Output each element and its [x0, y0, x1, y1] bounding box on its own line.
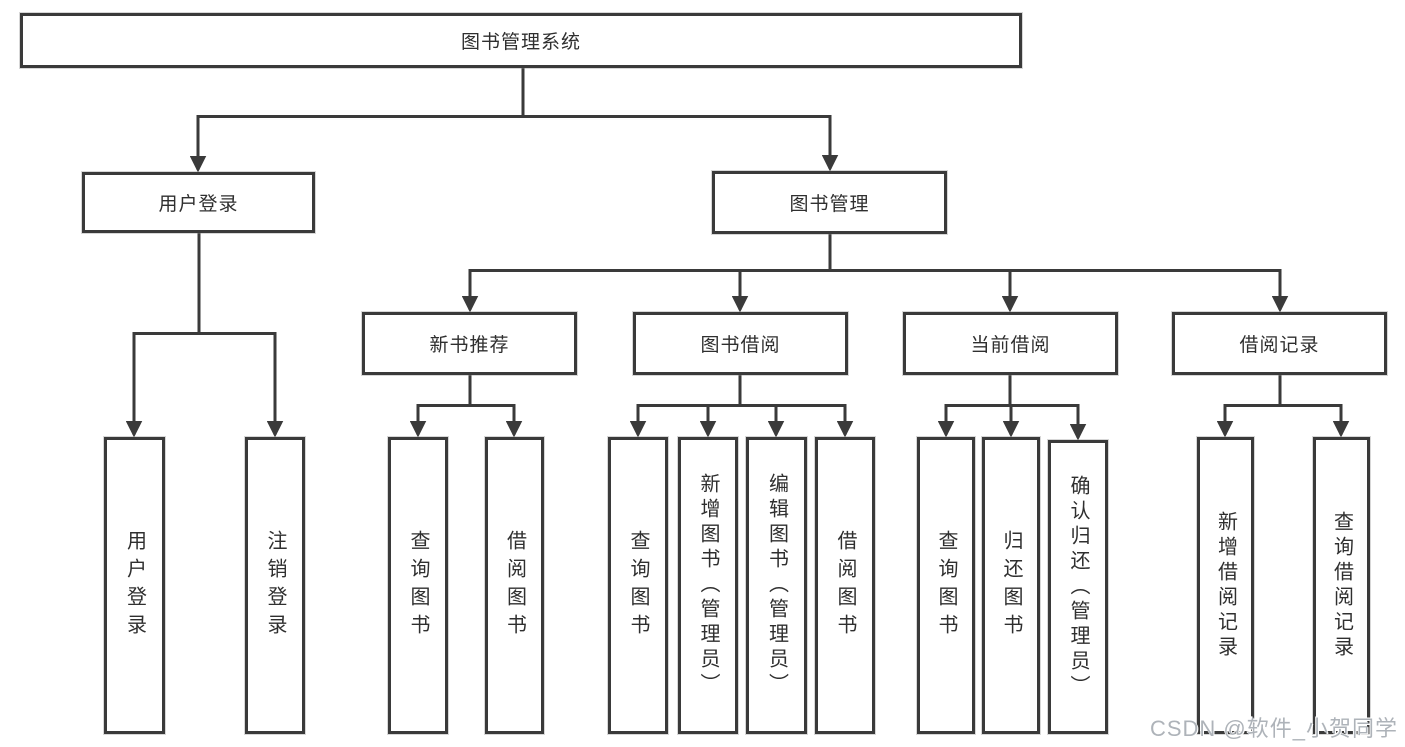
leaf-borrow-books: 借阅图书	[815, 437, 875, 734]
node-current-borrowing: 当前借阅	[903, 312, 1118, 375]
leaf-confirm-return-admin: 确认归还（管理员）	[1048, 440, 1108, 734]
leaf-user-login: 用户登录	[104, 437, 165, 734]
leaf-borrow-books-recommend: 借阅图书	[485, 437, 544, 734]
node-borrowing-records: 借阅记录	[1172, 312, 1387, 375]
leaf-query-books-recommend: 查询图书	[388, 437, 448, 734]
leaf-logout: 注销登录	[245, 437, 305, 734]
node-library-management-system: 图书管理系统	[20, 13, 1022, 68]
node-book-management: 图书管理	[712, 171, 947, 234]
leaf-return-books: 归还图书	[982, 437, 1040, 734]
leaf-add-borrow-record: 新增借阅记录	[1197, 437, 1254, 734]
leaf-edit-books-admin: 编辑图书（管理员）	[746, 437, 807, 734]
node-new-book-recommendation: 新书推荐	[362, 312, 577, 375]
leaf-add-books-admin: 新增图书（管理员）	[678, 437, 738, 734]
leaf-query-borrow-record: 查询借阅记录	[1313, 437, 1370, 734]
node-book-borrowing: 图书借阅	[633, 312, 848, 375]
leaf-query-books-borrow: 查询图书	[608, 437, 668, 734]
node-user-login: 用户登录	[82, 172, 315, 233]
leaf-query-books-current: 查询图书	[917, 437, 975, 734]
